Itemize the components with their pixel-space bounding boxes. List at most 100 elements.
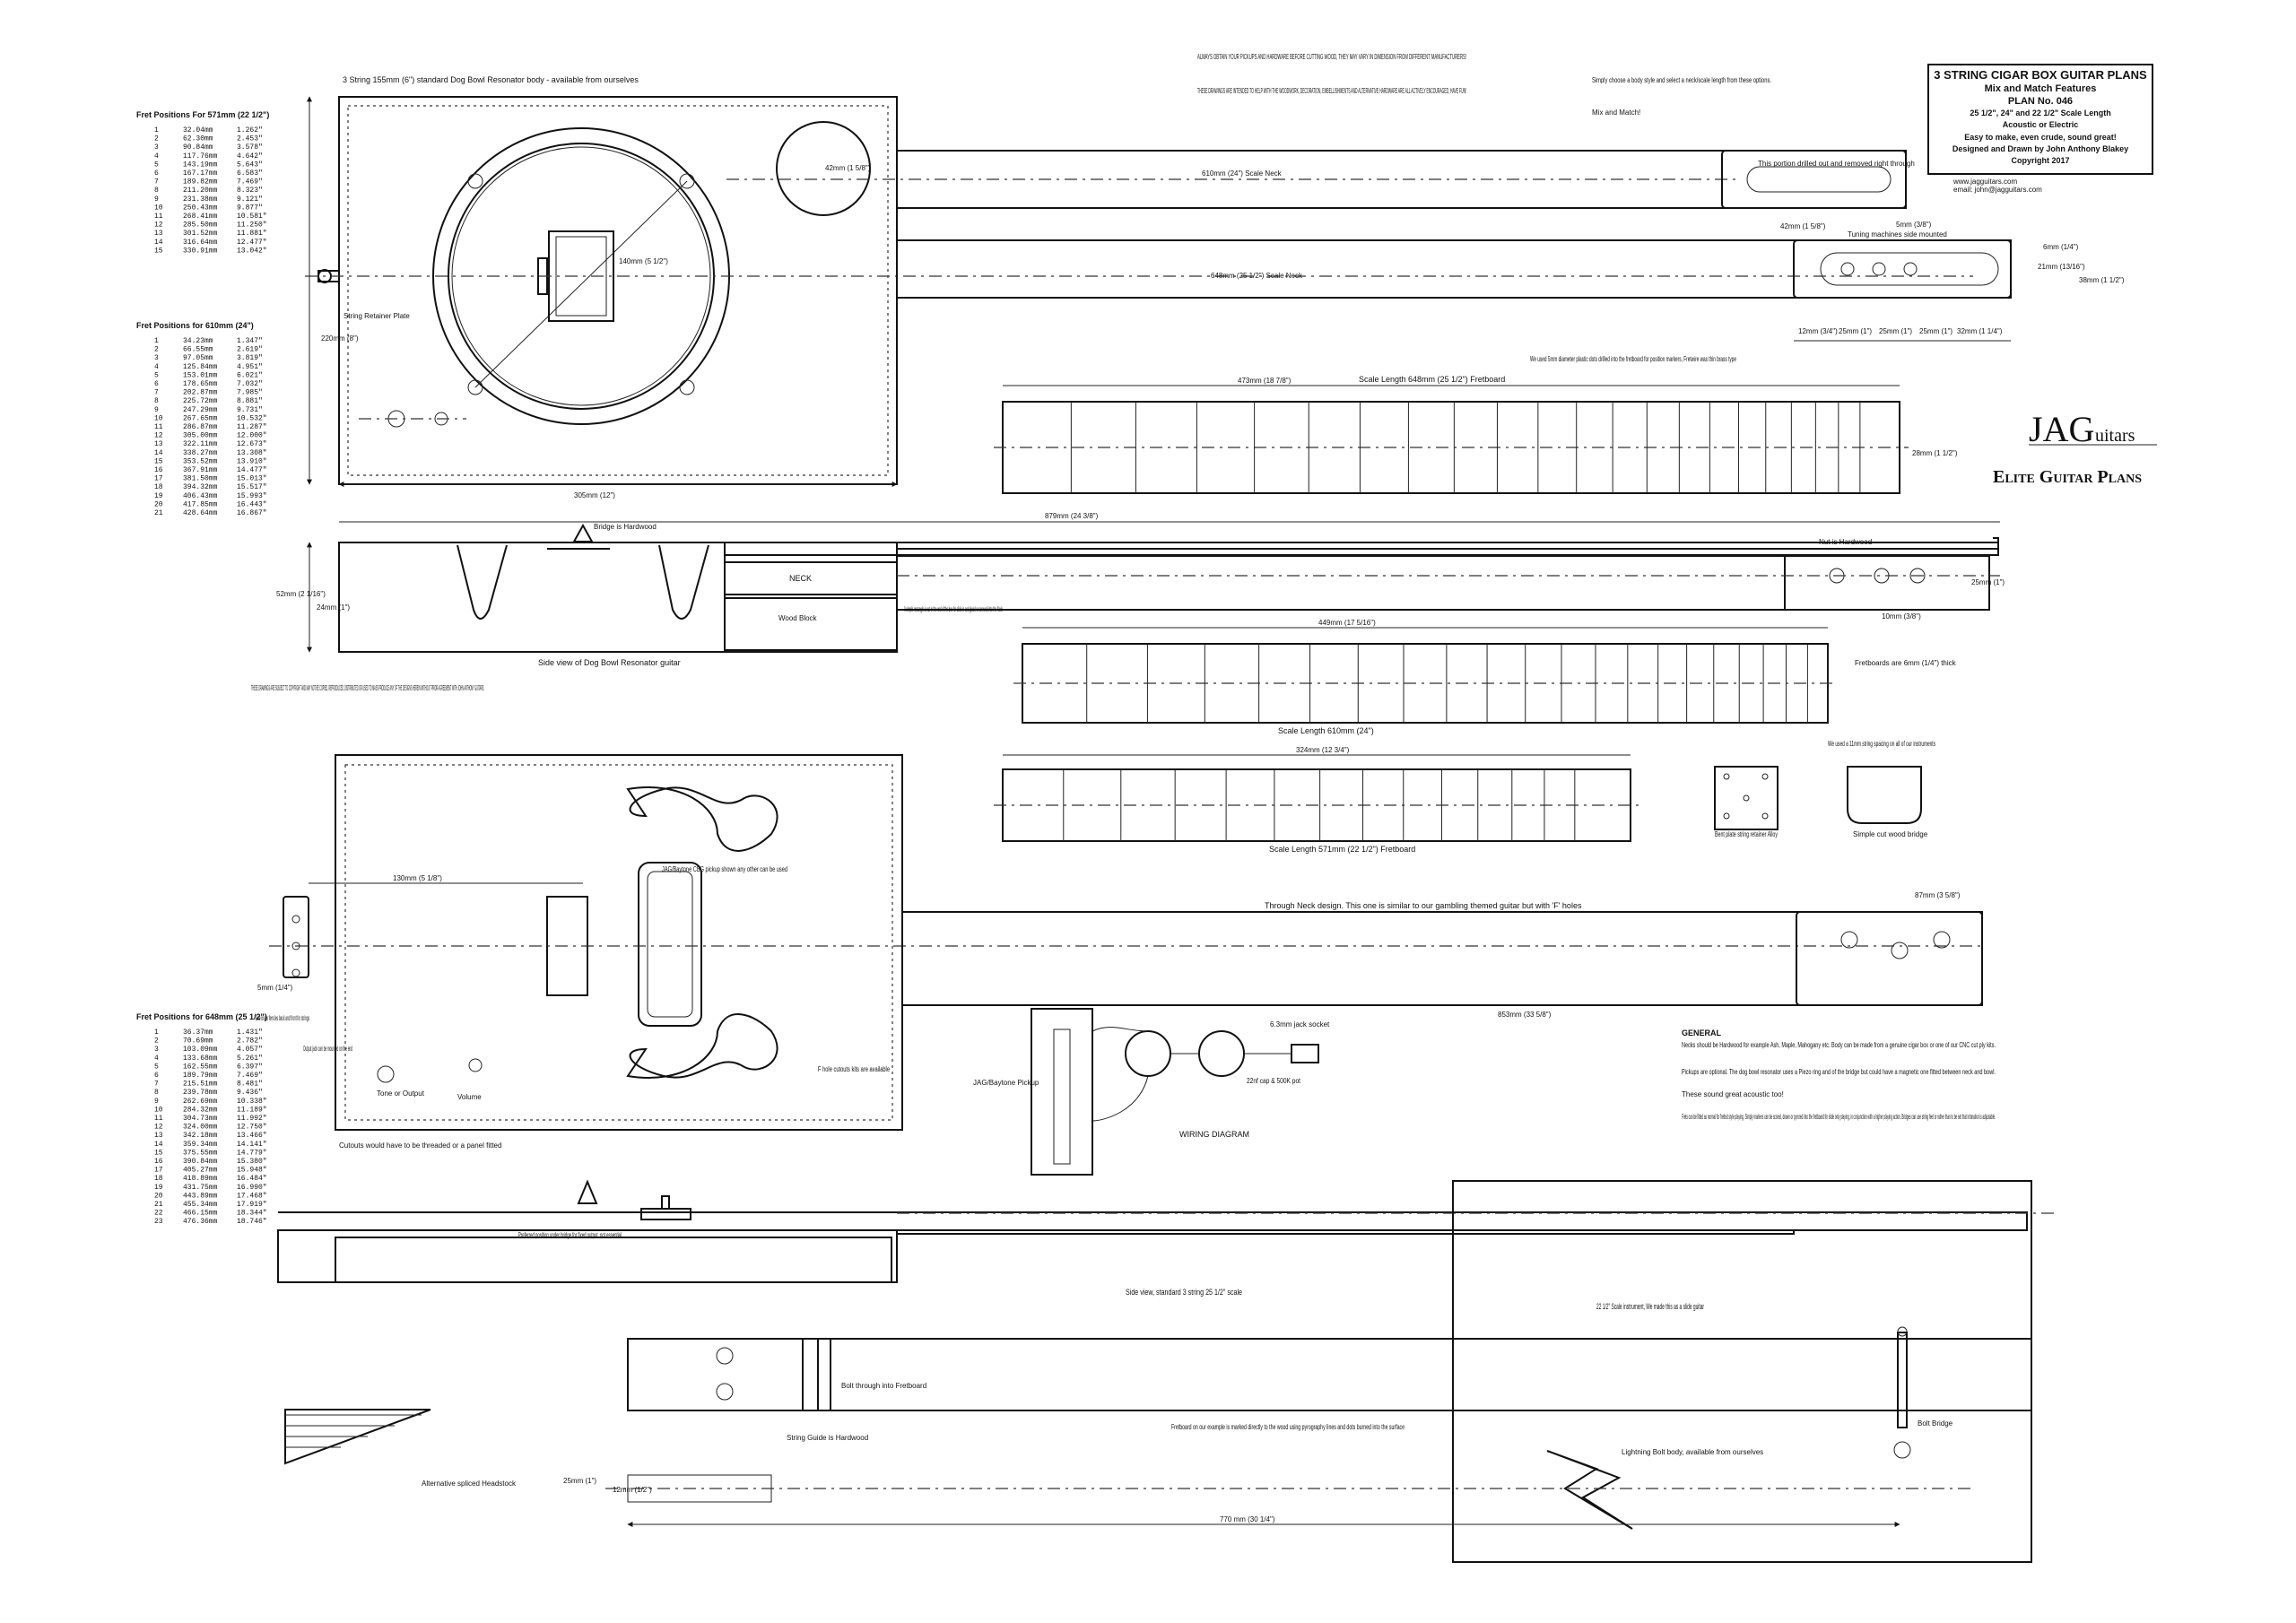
fret-table-cell: 10.581" (237, 213, 267, 221)
fb2-frets (1013, 643, 1837, 724)
ls-fret: Fretboard on our example is marked direc… (1171, 1423, 1405, 1431)
fret-table-cell: 6 (154, 380, 159, 388)
fret-table-cell: 250.43mm (183, 204, 218, 212)
general-title: GENERAL (1682, 1028, 1722, 1037)
fret-table-cell: 322.11mm (183, 440, 218, 448)
fret-table-cell: 13 (154, 230, 163, 238)
fret-table-cell: 1 (154, 1028, 159, 1037)
fretboard-610: 449mm (17 5/16") Scale Length 610mm (24"… (1013, 619, 1957, 735)
fret-table-cell: 17 (154, 475, 163, 483)
fret-table-cell: 13.466" (237, 1132, 267, 1140)
fret-table-cell: 359.34mm (183, 1141, 218, 1149)
fret-table-cell: 239.78mm (183, 1089, 218, 1097)
fret-table-cell: 3.819" (237, 354, 263, 362)
fret-table-cell: 9.877" (237, 204, 263, 212)
fret-table-cell: 9.436" (237, 1089, 263, 1097)
fret-table-cell: 21 (154, 509, 163, 517)
fret-table-cell: 3.578" (237, 143, 263, 152)
neck-610: 610mm (24") Scale Neck This portion dril… (726, 150, 1932, 230)
fret-table-cell: 1.431" (237, 1028, 263, 1037)
fhole-853: 853mm (33 5/8") (1498, 1011, 1552, 1019)
fret-table-cell: 18.344" (237, 1210, 267, 1218)
head-side-0: 6mm (1/4") (2043, 243, 2079, 251)
fret-table-cell: 14.779" (237, 1149, 267, 1157)
fret-table-cell: 2 (154, 346, 159, 354)
fret-table-cell: 16 (154, 466, 163, 474)
head-dim-3: 25mm (1") (1919, 327, 1952, 335)
ls-body: Lightning Bolt body, available from ours… (1622, 1448, 1763, 1456)
head-5: 5mm (3/8") (1896, 221, 1932, 229)
fret-table-cell: 455.34mm (183, 1201, 218, 1209)
neck-648-label: 648mm (25 1/2") Scale Neck (1211, 272, 1303, 280)
fret-table-cell: 17 (154, 1167, 163, 1175)
ls-head: Alternative spliced Headstock (422, 1480, 517, 1488)
plan-scales: 25 1/2", 24" and 22 1/2" Scale Length (1970, 108, 2110, 117)
fb1-dim: 473mm (18 7/8") (1238, 377, 1292, 385)
fret-table-cell: 3 (154, 1046, 159, 1054)
res-side-title: Side view of Dog Bowl Resonator guitar (538, 658, 681, 667)
fret-table-cell: 2 (154, 135, 159, 143)
fret-table-cell: 2 (154, 1037, 159, 1046)
plan-web: www.jagguitars.com (1952, 178, 2017, 186)
fret-table-cell: 11.287" (237, 423, 267, 431)
fret-table-cell: 10 (154, 1106, 163, 1114)
fb2-label: Scale Length 610mm (24") (1278, 726, 1374, 735)
ls-bolt: Bolt through into Fretboard (841, 1382, 926, 1390)
side-h: 52mm (2 1/16") (276, 590, 326, 598)
fret-table-cell: 11 (154, 423, 163, 431)
fret-table-cell: 7 (154, 1081, 159, 1089)
fret-table-cell: 5 (154, 1063, 159, 1071)
fret-table-cell: 15.013" (237, 475, 267, 483)
fret-table-cell: 2.453" (237, 135, 263, 143)
fret-table-cell: 405.27mm (183, 1167, 218, 1175)
general-3: These sound great acoustic too! (1682, 1090, 1784, 1098)
general-notes: GENERAL Necks should be Hardwood for exa… (1682, 1028, 1996, 1121)
fret-table-cell: 12.750" (237, 1124, 267, 1132)
fret-table-cell: 8.481" (237, 1081, 263, 1089)
ls-pref: Preferred position under bridge for fixe… (518, 1231, 622, 1239)
copyright-notice: THESE DRAWINGS ARE SUBJECT TO COPYRIGHT … (251, 684, 484, 692)
fret-table-cell: 13 (154, 1132, 163, 1140)
fret-table-cell: 466.15mm (183, 1210, 218, 1218)
plan-copyright: Copyright 2017 (2011, 156, 2069, 165)
fb1-label: Scale Length 648mm (25 1/2") Fretboard (1359, 375, 1505, 384)
fret-table-cell: 4 (154, 1055, 159, 1063)
fret-table-cell: 66.55mm (183, 346, 213, 354)
fret-table-cell: 367.91mm (183, 466, 218, 474)
fret-table-cell: 13.308" (237, 449, 267, 457)
fret-table-cell: 6.397" (237, 1063, 263, 1071)
fret-table-cell: 153.01mm (183, 371, 218, 379)
fret-table-cell: 13.910" (237, 457, 267, 465)
fret-table-cell: 338.27mm (183, 449, 218, 457)
fret-table-cell: 381.50mm (183, 475, 218, 483)
fret-table-cell: 9 (154, 406, 159, 414)
fret-table-cell: 7.469" (237, 178, 263, 187)
fretboard-648: We used 5mm diameter plastic dots drille… (994, 355, 1958, 494)
fret-table-cell: 10 (154, 204, 163, 212)
fret-table-cell: 12 (154, 432, 163, 440)
head-side-2: 38mm (1 1/2") (2079, 276, 2125, 284)
fret-table-cell: 7 (154, 389, 159, 397)
wiring-jack: 6.3mm jack socket (1270, 1020, 1330, 1028)
fret-table-cell: 5.261" (237, 1055, 263, 1063)
fhole-cutout-note: Cutouts would have to be threaded or a p… (339, 1141, 501, 1150)
neck-610-label: 610mm (24") Scale Neck (1202, 169, 1283, 178)
fret-table-cell: 36.37mm (183, 1028, 213, 1037)
fret-table-cell: 11.881" (237, 230, 267, 238)
fret-table-cell: 20 (154, 1192, 163, 1200)
fret-table-cell: 7.985" (237, 389, 263, 397)
fret-table-cell: 14 (154, 239, 163, 247)
logo-elite: Elite Guitar Plans (1993, 467, 2142, 487)
fret-table-cell: 178.65mm (183, 380, 218, 388)
fret-table-cell: 6.583" (237, 169, 263, 178)
fret-table-cell: 34.23mm (183, 337, 213, 345)
head-dim-0: 12mm (3/4") (1798, 327, 1838, 335)
res-width: 305mm (12") (574, 491, 615, 499)
fhole-pickup: JAG/Baytone CBG pickup shown any other c… (662, 865, 787, 873)
plan-number: PLAN No. 046 (2008, 96, 2073, 107)
fret-table-cell: 9 (154, 195, 159, 204)
fret-table-cell: 10.338" (237, 1098, 267, 1106)
fret-table-cell: 189.79mm (183, 1072, 218, 1080)
fret-table-cell: 7.469" (237, 1072, 263, 1080)
